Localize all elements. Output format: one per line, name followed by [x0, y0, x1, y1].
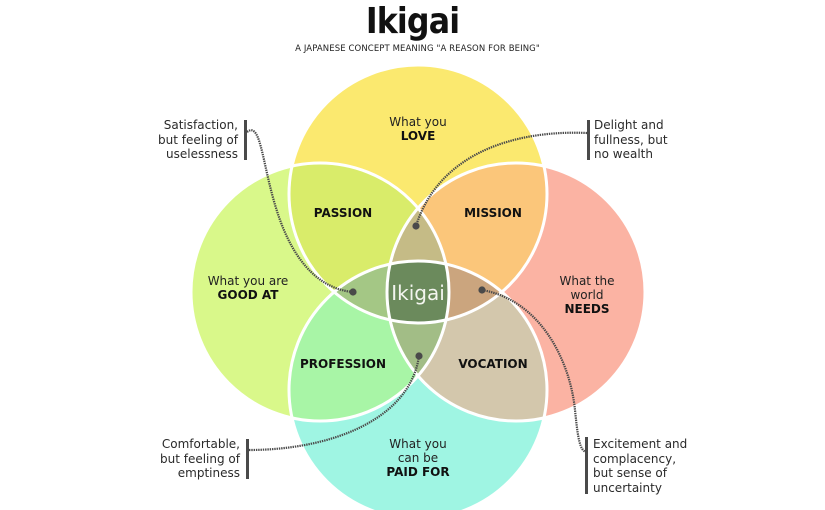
annotation-line: but sense of: [593, 466, 667, 480]
circle-outlines: [189, 63, 647, 510]
annotation-bottom-left: Comfortable, but feeling of emptiness: [140, 437, 240, 481]
dot-left-lens: [349, 288, 357, 296]
annotation-line: fullness, but: [594, 132, 668, 147]
annotation-line: Excitement and: [593, 437, 688, 451]
annotation-line: Comfortable,: [161, 437, 240, 451]
vocation-label: VOCATION: [458, 357, 527, 371]
bar-top-left: [244, 120, 247, 160]
page-title: Ikigai: [365, 1, 460, 42]
leader-lines: [246, 129, 588, 454]
annotation-bars: [244, 120, 590, 494]
dot-bottom-lens: [415, 352, 423, 360]
annotation-line: but feeling of: [157, 132, 238, 147]
paid-for-label-line1: What you: [389, 437, 446, 451]
passion-label: PASSION: [314, 206, 372, 220]
page-subtitle: A JAPANESE CONCEPT MEANING "A REASON FOR…: [295, 44, 540, 54]
annotation-line: but feeling of: [159, 451, 240, 466]
annotation-line: Delight and: [594, 118, 664, 132]
paid-for-label-line3: PAID FOR: [386, 465, 449, 479]
dot-top-lens: [412, 222, 420, 230]
annotation-line: uncertainty: [593, 480, 662, 495]
annotation-bottom-right: Excitement and complacency, but sense of…: [593, 437, 713, 495]
needs-label-line1: What the: [559, 274, 614, 288]
leader-top-left: [246, 129, 354, 294]
annotation-top-right: Delight and fullness, but no wealth: [594, 118, 704, 162]
needs-label-line3: NEEDS: [564, 302, 609, 316]
leader-bottom-right: [481, 288, 587, 454]
bar-top-right: [587, 120, 590, 160]
mission-label: MISSION: [464, 206, 522, 220]
annotation-line: uselessness: [166, 147, 238, 161]
dot-right-lens: [478, 286, 486, 294]
annotation-line: emptiness: [177, 466, 240, 480]
love-label-line1: What you: [389, 115, 446, 129]
good-at-label-line2: GOOD AT: [218, 288, 280, 302]
center-ikigai-label: Ikigai: [391, 281, 445, 305]
love-label-line2: LOVE: [401, 129, 436, 143]
leader-top-right: [414, 131, 588, 227]
paid-for-label-line2: can be: [398, 451, 438, 465]
leader-dots: [349, 222, 486, 360]
annotation-top-left: Satisfaction, but feeling of uselessness: [140, 118, 238, 162]
profession-label: PROFESSION: [300, 357, 386, 371]
annotation-line: Satisfaction,: [163, 118, 238, 132]
annotation-line: complacency,: [593, 451, 677, 466]
good-at-label-line1: What you are: [208, 274, 289, 288]
leader-bottom-left: [248, 355, 421, 452]
bar-bottom-left: [246, 439, 249, 479]
bar-bottom-right: [585, 437, 588, 494]
needs-label-line2: world: [570, 288, 603, 302]
annotation-line: no wealth: [594, 147, 653, 161]
